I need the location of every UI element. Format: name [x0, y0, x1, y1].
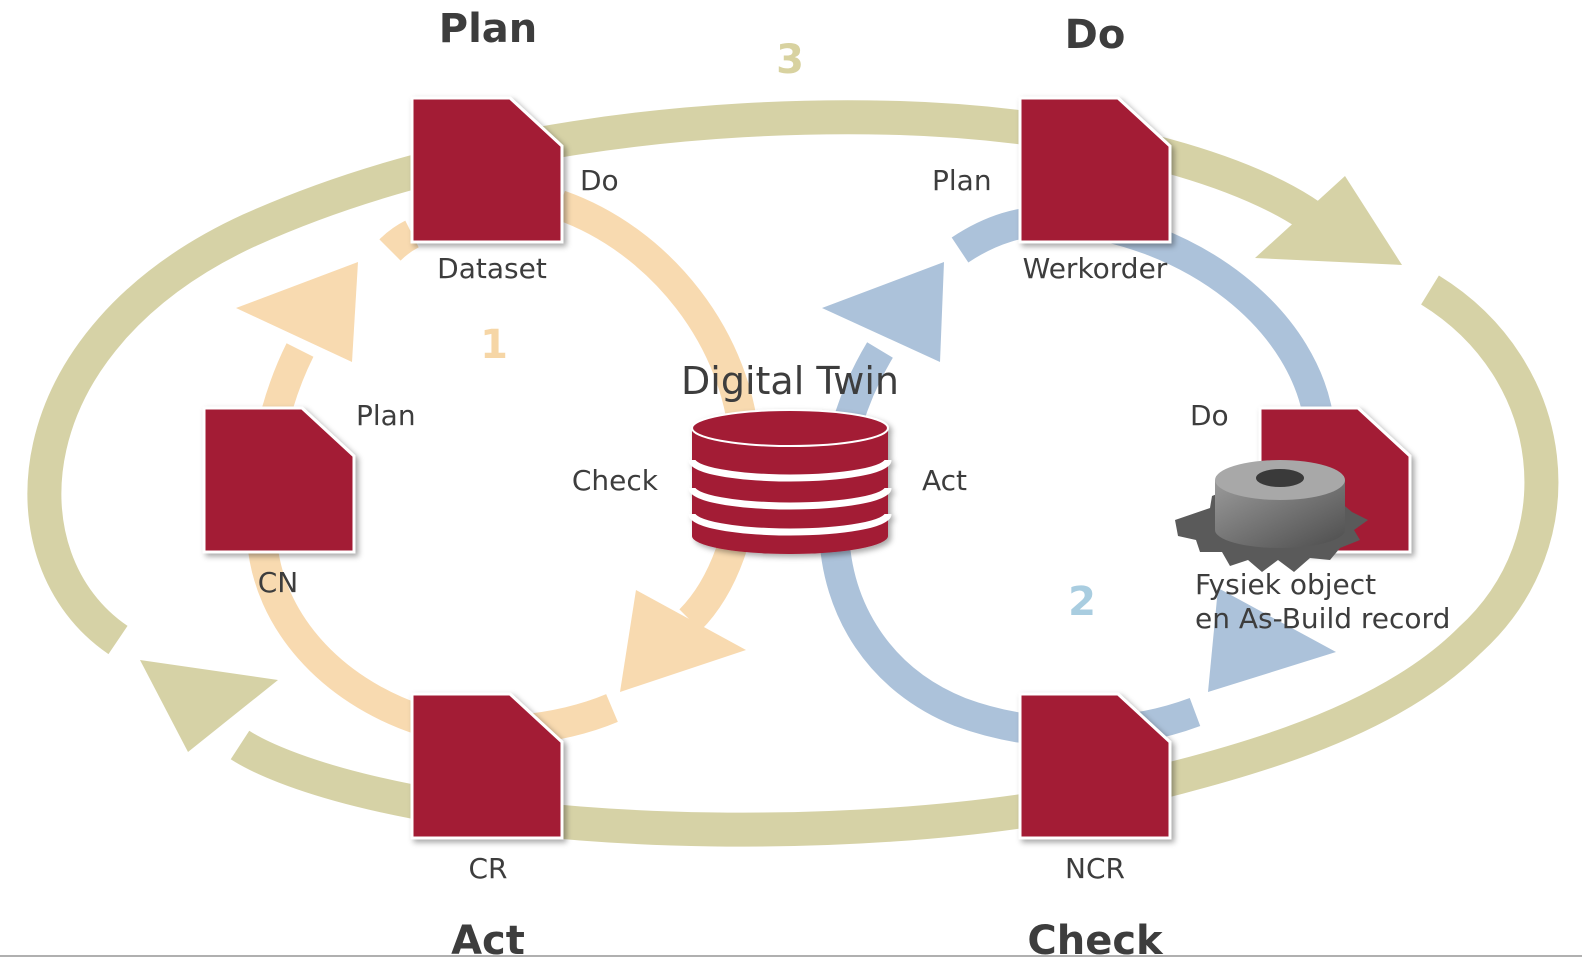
werkorder-document-icon [1018, 96, 1172, 244]
cycle-number-2: 2 [1068, 579, 1096, 625]
loop-1-arrowhead-bottom [620, 590, 746, 692]
cn-label: CN [258, 566, 299, 599]
fysiek-tag: Do [1190, 399, 1229, 432]
loop-1-right-arc [554, 190, 761, 631]
loop-1-arrowhead-left [236, 262, 358, 362]
cycle-number-3: 3 [776, 37, 804, 83]
loop-2-arrowhead-bottom [1208, 588, 1336, 692]
loop-1-top-gap-arc [379, 220, 419, 261]
cr-document-icon [410, 692, 564, 840]
gear-hole [1256, 469, 1304, 487]
digital-twin-right-label: Act [922, 464, 967, 497]
ncr-document-icon [1018, 692, 1172, 840]
database-band-3 [688, 513, 892, 536]
ncr-label: NCR [1065, 852, 1125, 885]
phase-title-plan: Plan [439, 6, 538, 52]
loop-2-bottom-arc [819, 529, 1201, 748]
digital-twin-title: Digital Twin [681, 359, 899, 403]
outer-loop-arrowhead-top [1255, 176, 1402, 265]
database-top [691, 409, 889, 447]
cycle-number-1: 1 [480, 322, 508, 368]
loop-2-arrowhead-top [822, 262, 944, 362]
cn-document-icon [202, 406, 356, 554]
phase-title-do: Do [1065, 12, 1126, 58]
phase-title-check: Check [1027, 918, 1164, 964]
outer-loop-arrowhead-bottom [140, 660, 278, 752]
cr-label: CR [468, 852, 507, 885]
database-icon [688, 409, 892, 554]
outer-loop-bottom-arc [230, 730, 1063, 847]
dataset-document-icon [410, 96, 564, 244]
fysiek-label-line1: Fysiek object [1195, 568, 1376, 601]
database-band-1 [688, 459, 892, 482]
database-band-2 [688, 487, 892, 510]
dataset-label: Dataset [437, 252, 547, 285]
outer-loop-right-arc [1056, 275, 1559, 822]
werkorder-label: Werkorder [1023, 252, 1168, 285]
digital-twin-left-label: Check [572, 464, 659, 497]
fysiek-label-line2: en As-Build record [1195, 602, 1450, 635]
gear-icon [1175, 460, 1368, 572]
database-body [692, 410, 888, 554]
phase-title-act: Act [451, 918, 525, 964]
dataset-tag: Do [580, 164, 619, 197]
cn-tag: Plan [356, 399, 416, 432]
werkorder-tag: Plan [932, 164, 992, 197]
